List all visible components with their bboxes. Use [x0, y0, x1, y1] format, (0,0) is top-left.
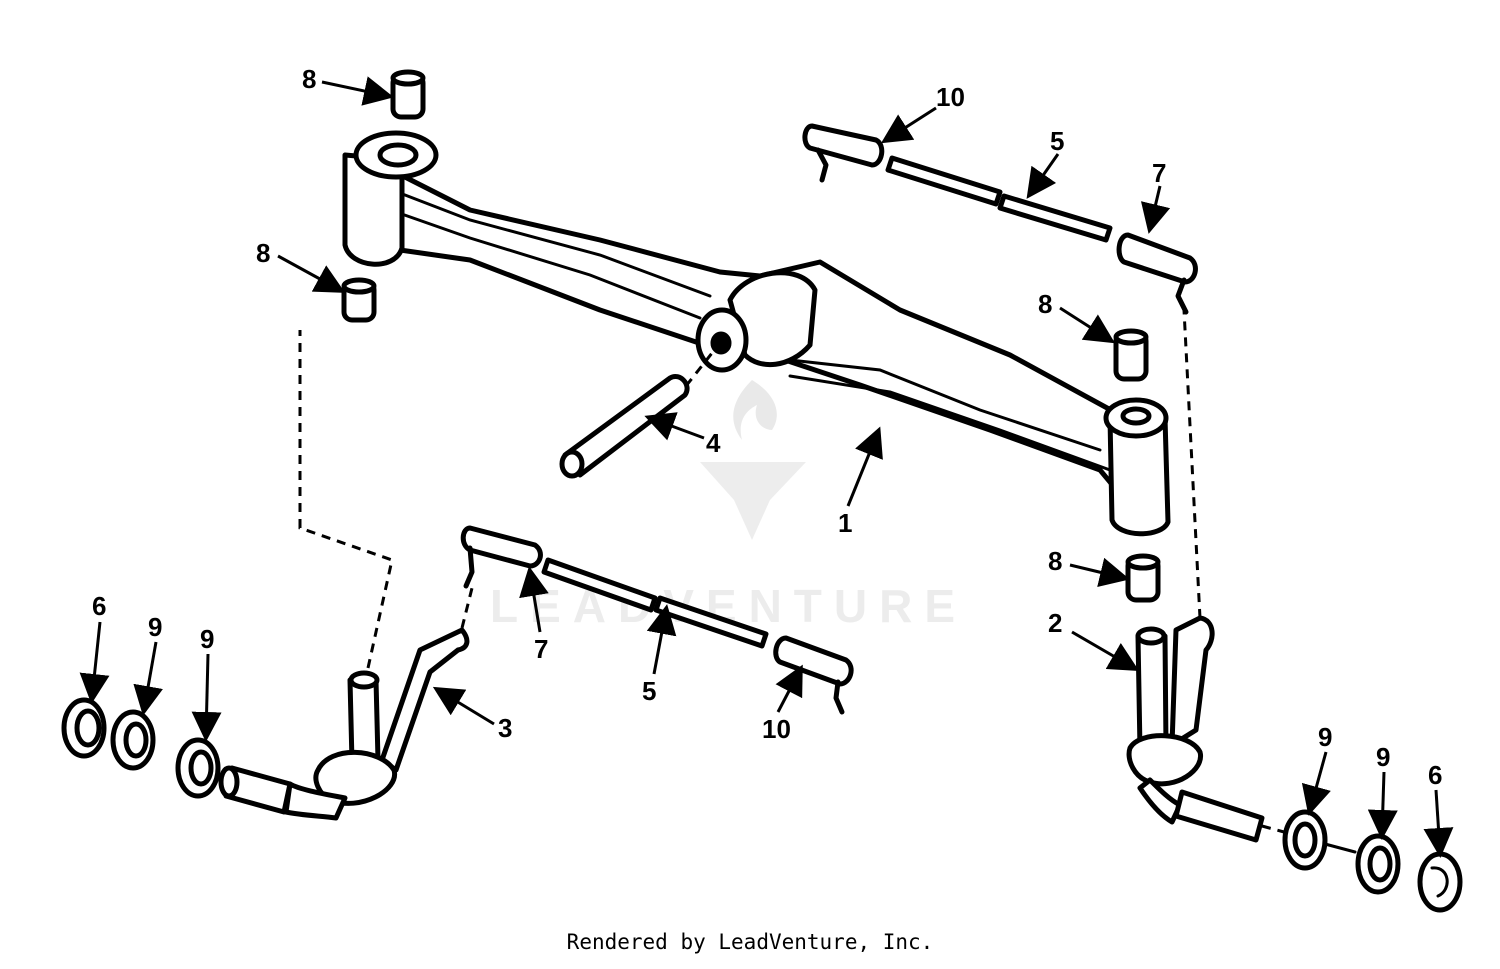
- callout-label: 9: [1318, 722, 1332, 752]
- callout-label: 6: [1428, 760, 1442, 790]
- render-credit: Rendered by LeadVenture, Inc.: [566, 930, 934, 954]
- callout-7-lower: 7: [519, 566, 549, 664]
- callout-label: 7: [534, 634, 548, 664]
- callout-labels: 8 8 10 5 7 8 4 1: [79, 64, 1454, 858]
- spacer-right-lower: [1125, 553, 1161, 603]
- callout-9-right-outer: 9: [1367, 742, 1398, 840]
- front-axle-part: [342, 130, 1171, 537]
- left-bearing-inner: [175, 737, 221, 799]
- callout-9-left-outer: 9: [133, 612, 163, 716]
- callout-label: 9: [1376, 742, 1390, 772]
- right-bearing-inner: [1282, 809, 1357, 871]
- callout-2-right-spindle: 2: [1048, 608, 1140, 672]
- left-bearing-outer: [110, 709, 156, 771]
- upper-tie-rod-assembly: [802, 123, 1198, 315]
- spacer-lower-left: [341, 277, 377, 323]
- callout-4-pin: 4: [644, 412, 721, 458]
- right-spindle-part: [1126, 309, 1285, 843]
- watermark-logo: LEADVENTURE: [490, 380, 955, 632]
- callout-label: 10: [936, 82, 965, 112]
- callout-8-right-upper: 8: [1038, 289, 1116, 344]
- pivot-pin-part: [559, 347, 718, 479]
- right-bearing-outer: [1355, 833, 1401, 895]
- callout-label: 9: [200, 624, 214, 654]
- callout-label: 5: [1050, 126, 1064, 156]
- callout-label: 8: [1048, 546, 1062, 576]
- callout-9-left-inner: 9: [191, 624, 222, 742]
- callout-8-upper-left: 8: [302, 64, 394, 106]
- callout-label: 10: [762, 714, 791, 744]
- callout-9-right-inner: 9: [1301, 722, 1332, 816]
- spacer-right-upper: [1113, 328, 1149, 382]
- callout-8-right-lower: 8: [1048, 546, 1130, 587]
- callout-label: 3: [498, 713, 512, 743]
- callout-label: 1: [838, 508, 852, 538]
- callout-label: 2: [1048, 608, 1062, 638]
- callout-label: 7: [1152, 158, 1166, 188]
- callout-8-left-lower: 8: [256, 238, 346, 293]
- callout-7-upper-right: 7: [1140, 158, 1171, 234]
- left-hub-cap: [61, 697, 107, 759]
- callout-3-left-spindle: 3: [432, 686, 512, 743]
- callout-label: 4: [706, 428, 721, 458]
- left-spindle-part: [218, 330, 474, 821]
- right-hub-cap: [1417, 851, 1463, 913]
- callout-6-right: 6: [1423, 760, 1454, 858]
- callout-10-lower: 10: [762, 664, 803, 744]
- callout-label: 8: [302, 64, 316, 94]
- callout-10-upper: 10: [880, 82, 965, 144]
- callout-5-lower: 5: [642, 604, 677, 706]
- callout-label: 9: [148, 612, 162, 642]
- callout-label: 6: [92, 591, 106, 621]
- callout-label: 8: [256, 238, 270, 268]
- callout-1-axle: 1: [838, 426, 883, 538]
- callout-5-upper: 5: [1026, 126, 1064, 199]
- spacer-upper-left: [390, 69, 426, 120]
- callout-6-left: 6: [79, 591, 110, 704]
- callout-label: 5: [642, 676, 656, 706]
- callout-label: 8: [1038, 289, 1052, 319]
